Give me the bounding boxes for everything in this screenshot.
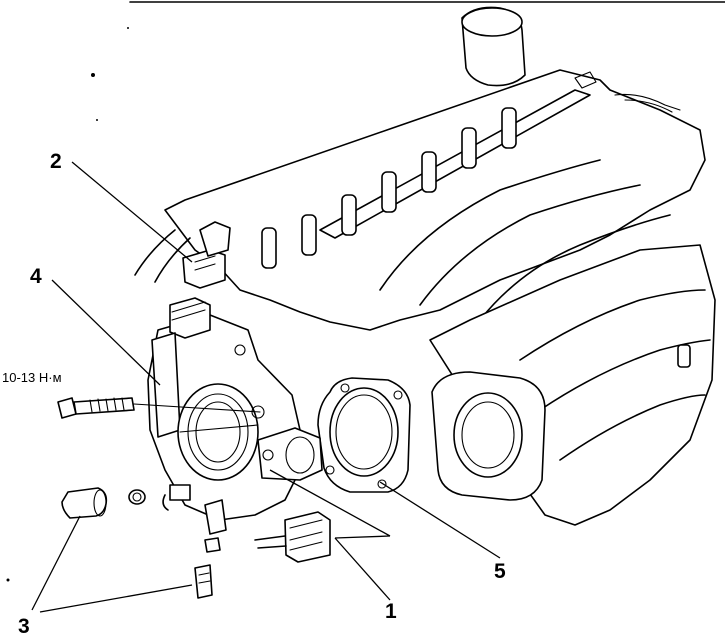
part-4-throttle-body	[147, 297, 323, 535]
callout-4: 4	[30, 265, 42, 288]
leader-lines	[31, 161, 501, 613]
callout-3: 3	[18, 615, 30, 637]
part-2-sensor-connector	[182, 221, 231, 289]
torque-spec-label: 10-13 Н·м	[2, 370, 62, 385]
callout-5: 5	[494, 560, 506, 583]
mounting-bolt	[57, 397, 261, 419]
part-5-gasket	[317, 377, 411, 493]
part-1-connector	[254, 511, 331, 563]
part-3-hose-and-clamps	[61, 487, 221, 599]
intake-manifold	[129, 1, 725, 526]
callout-1: 1	[385, 600, 397, 623]
callout-2: 2	[50, 150, 62, 173]
